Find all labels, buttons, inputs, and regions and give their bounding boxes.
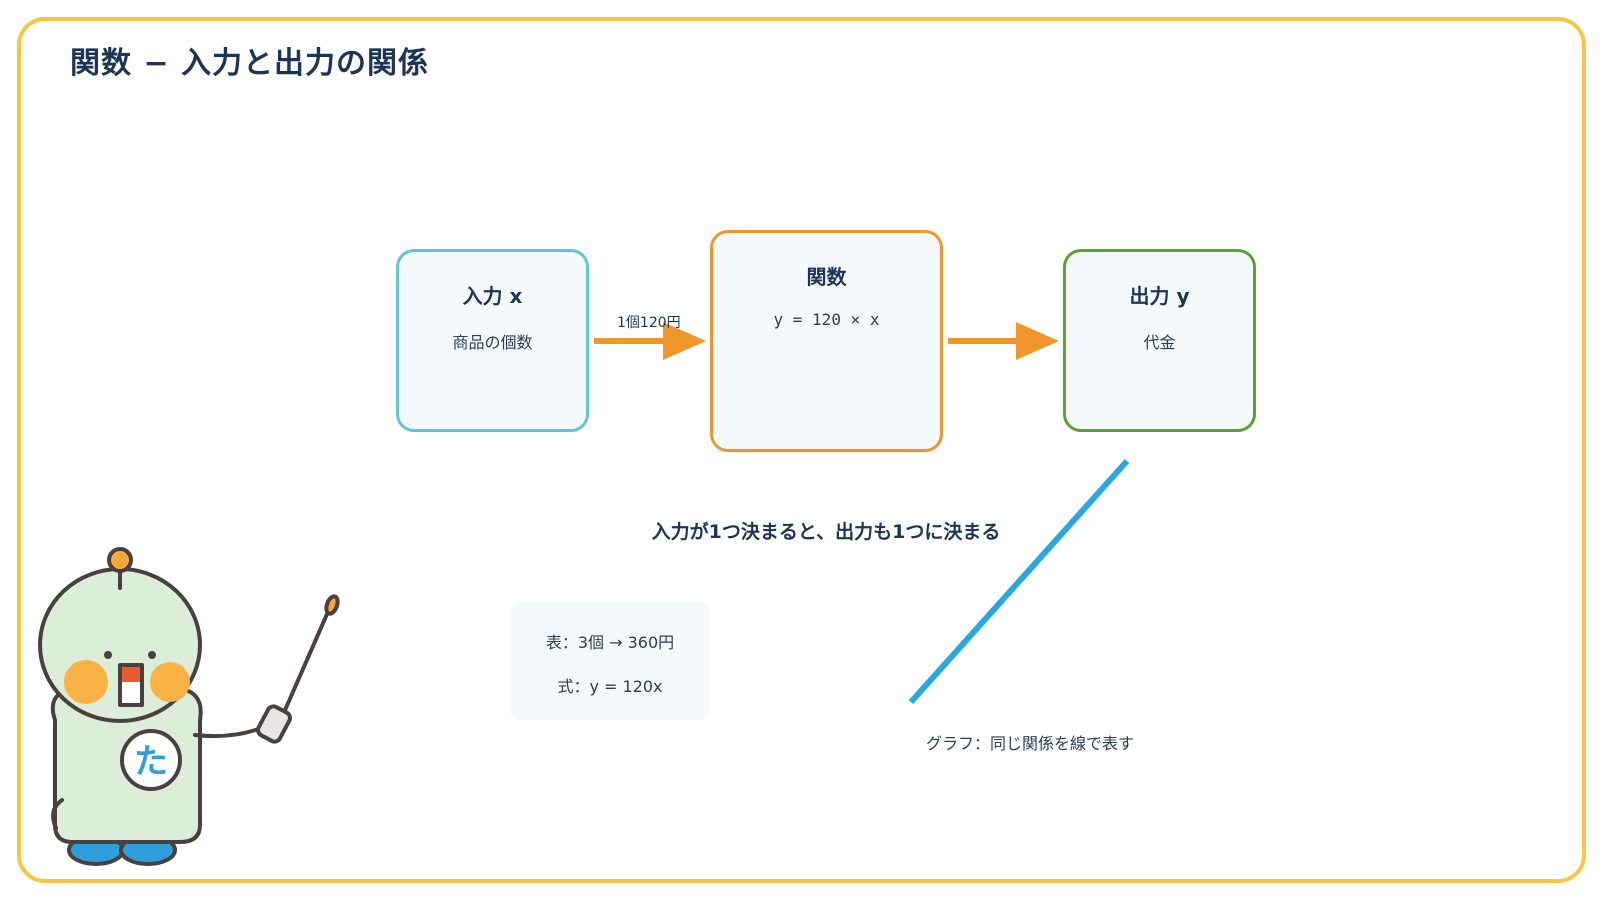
output-box: 出力 y 代金 [1063,249,1256,432]
arrow-function-to-output [948,322,1059,360]
function-formula: y = 120 × x [773,310,880,329]
arrow-input-to-function [594,322,706,360]
graph-label: グラフ：同じ関係を線で表す [926,734,1135,753]
input-box-subtitle: 商品の個数 [452,333,533,352]
robot-mascot [38,547,340,866]
output-box-title: 出力 y [1129,284,1190,308]
table-formula-card: 表：3個 → 360円 式：y = 120x [510,602,710,720]
table-row: 表：3個 → 360円 [545,633,675,652]
function-box: 関数 y = 120 × x [710,230,943,452]
arrow-label: 1個120円 [617,315,681,331]
output-box-subtitle: 代金 [1143,333,1176,352]
mascot-badge-text: た [134,742,168,782]
input-box-title: 入力 x [462,284,523,308]
graph-line [908,458,1130,705]
input-box: 入力 x 商品の個数 [396,249,589,432]
formula-row: 式：y = 120x [557,677,663,696]
function-box-title: 関数 [806,265,847,289]
relation-caption: 入力が1つ決まると、出力も1つに決まる [651,521,1001,543]
page-title: 関数 − 入力と出力の関係 [70,46,430,81]
